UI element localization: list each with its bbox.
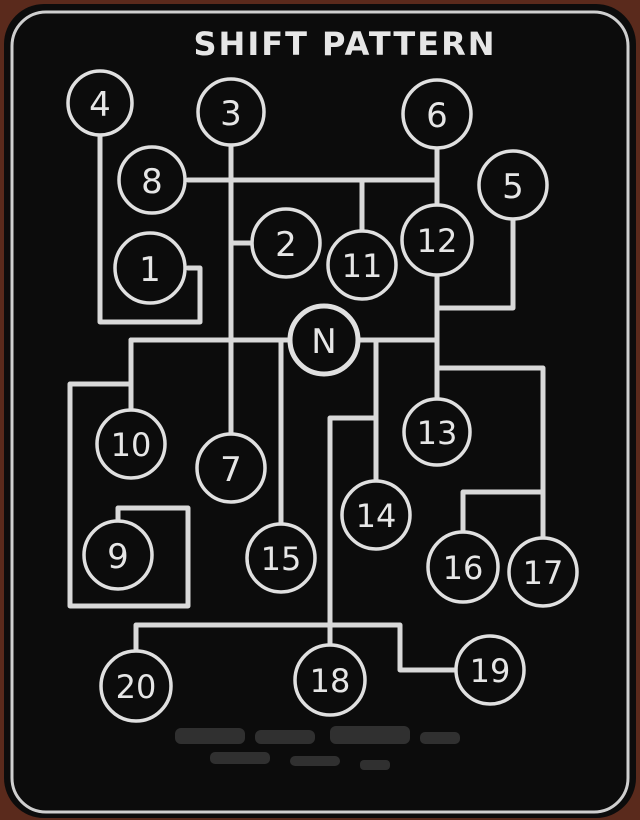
position-neutral: N (287, 303, 361, 377)
position-19: 19 (454, 634, 526, 706)
position-13: 13 (402, 397, 472, 467)
position-label: N (311, 322, 336, 362)
gate-path-16-17 (434, 365, 546, 543)
position-6: 6 (401, 78, 473, 150)
gate-path-4 (97, 130, 203, 325)
position-label: 11 (342, 247, 383, 285)
position-label: 9 (107, 537, 129, 577)
position-5: 5 (477, 149, 549, 221)
position-label: 7 (220, 450, 242, 490)
position-label: 6 (426, 96, 448, 136)
position-label: 2 (275, 225, 297, 265)
position-label: 8 (141, 162, 163, 202)
position-10: 10 (95, 408, 167, 480)
position-9: 9 (82, 519, 154, 591)
position-2: 2 (250, 207, 322, 279)
position-label: 3 (220, 94, 242, 134)
position-label: 17 (523, 554, 564, 592)
faded-stamp-marking (175, 726, 460, 770)
position-label: 13 (417, 414, 458, 452)
position-12: 12 (400, 203, 474, 277)
plate-title: SHIFT PATTERN (193, 25, 496, 63)
position-label: 12 (417, 222, 458, 260)
position-label: 1 (139, 250, 161, 290)
position-20: 20 (99, 649, 173, 723)
position-label: 10 (111, 426, 152, 464)
plate-border (10, 10, 630, 814)
gate-path-20-19 (133, 622, 461, 673)
position-18: 18 (293, 643, 367, 717)
position-label: 4 (89, 85, 111, 125)
gate-path-9 (67, 381, 191, 609)
position-16: 16 (426, 530, 500, 604)
position-8: 8 (117, 145, 187, 215)
position-label: 16 (443, 549, 484, 587)
shift-positions: 4 3 6 8 5 2 12 1 (66, 69, 579, 723)
position-14: 14 (340, 479, 412, 551)
position-7: 7 (195, 432, 267, 504)
gate-path-16 (460, 489, 546, 533)
position-3: 3 (196, 77, 266, 147)
position-11: 11 (326, 229, 398, 301)
position-label: 14 (356, 497, 397, 535)
position-4: 4 (66, 69, 134, 137)
position-15: 15 (245, 522, 317, 594)
gate-path-18 (327, 415, 379, 651)
position-label: 18 (310, 662, 351, 700)
position-17: 17 (507, 536, 579, 608)
position-label: 5 (502, 167, 524, 207)
position-1: 1 (113, 231, 187, 305)
shift-gate-paths (67, 130, 546, 673)
gate-path-5 (434, 215, 516, 311)
position-label: 19 (470, 652, 511, 690)
position-label: 15 (261, 540, 302, 578)
position-label: 20 (116, 668, 157, 706)
